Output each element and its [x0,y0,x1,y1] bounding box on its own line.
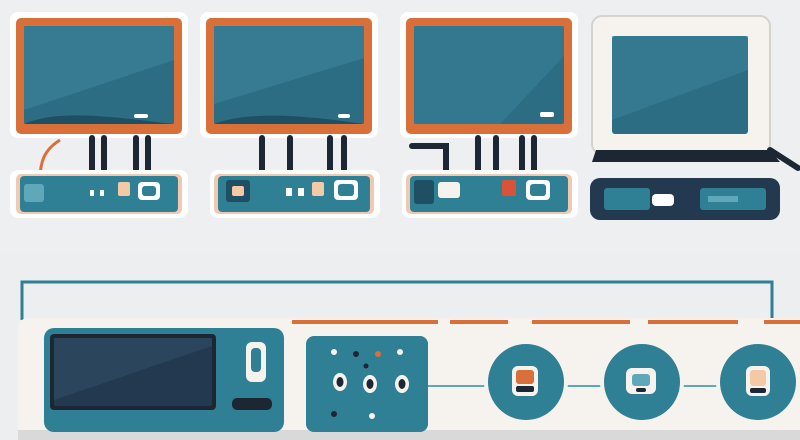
connector-icon [626,368,656,394]
connection-line [20,280,774,320]
screen-led [540,112,554,117]
orange-dashes [292,320,800,324]
control-console [44,328,284,432]
node-3 [716,340,800,424]
adapter-icon [746,366,770,396]
screen-led [134,114,148,118]
plug-icon [512,366,538,396]
device-box-4 [590,178,780,220]
node-1 [484,340,568,424]
console-slot [232,398,272,410]
screen-led [338,114,350,118]
monitor-4 [591,15,780,162]
monitor-2 [200,12,378,138]
device-box-1 [10,170,188,218]
monitor-1 [10,12,188,138]
cables-top [89,135,800,179]
device-box-2 [210,170,380,218]
port-panel [306,336,428,432]
node-2 [600,340,684,424]
monitor-3 [400,12,578,138]
base-panel-shadow [18,430,800,440]
device-box-3 [402,170,578,218]
